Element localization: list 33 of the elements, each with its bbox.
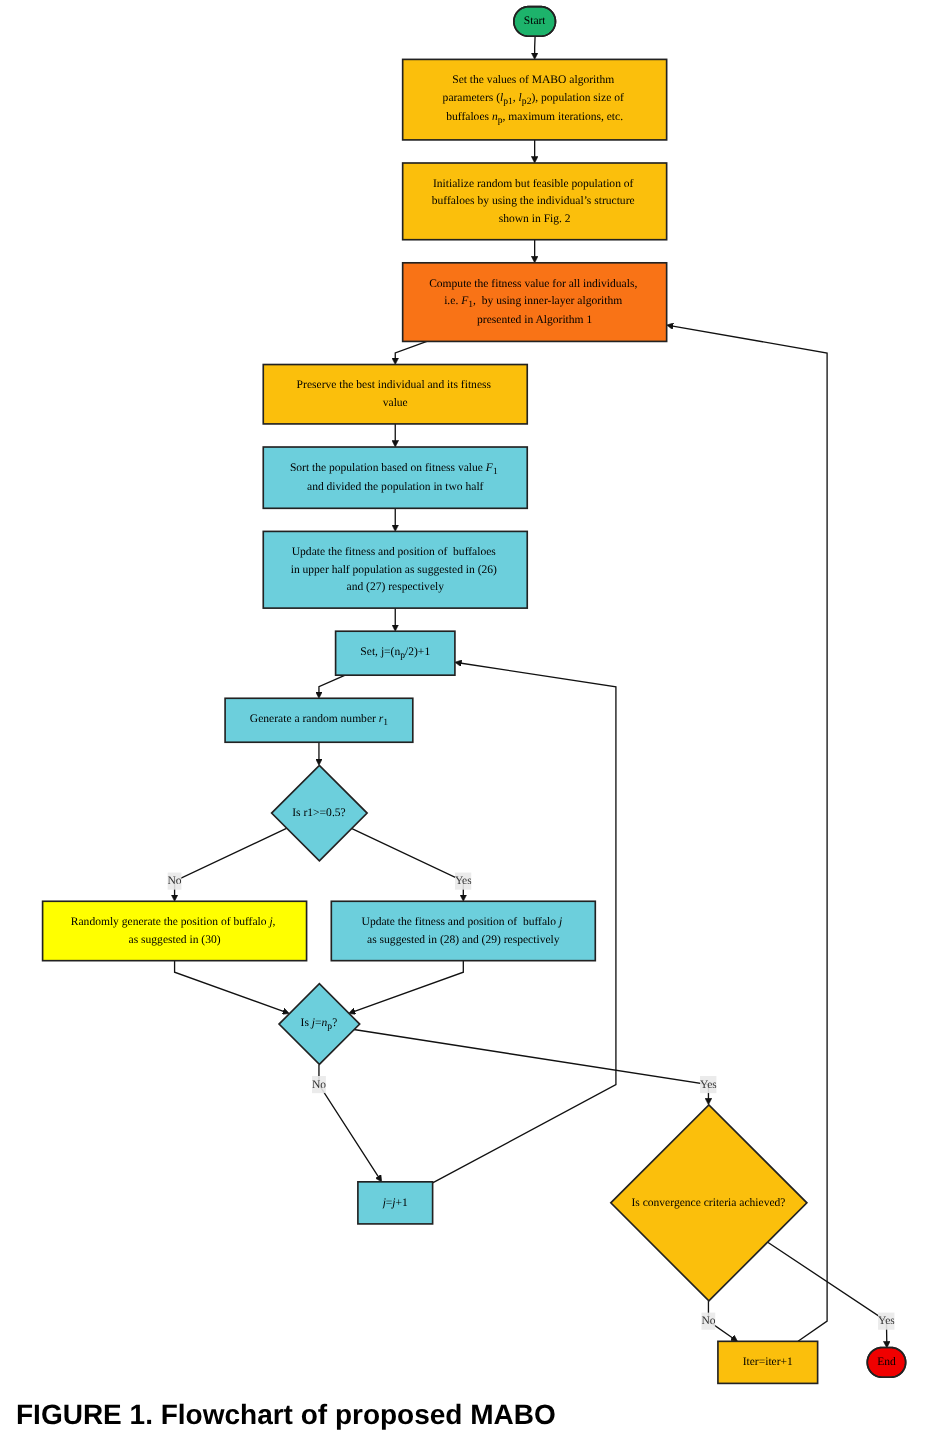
arrow (350, 827, 467, 902)
arrow (353, 1028, 712, 1106)
arrow (530, 36, 539, 60)
node-box (334, 630, 456, 676)
arrow (315, 741, 323, 766)
arrow (391, 423, 399, 448)
arrow (766, 1241, 891, 1349)
node-box (356, 1181, 434, 1225)
node-diamond (270, 764, 369, 862)
arrow (530, 239, 539, 264)
node-diamond (277, 982, 361, 1066)
node-box (401, 58, 668, 141)
node-box (401, 162, 668, 241)
arrow (391, 340, 428, 365)
arrow (530, 139, 539, 164)
node-box (262, 446, 528, 510)
node-box (41, 900, 308, 962)
arrow (173, 960, 290, 1015)
arrow (391, 507, 399, 532)
node-box (716, 1340, 819, 1385)
arrow (170, 827, 287, 902)
arrow (348, 960, 464, 1015)
figure-caption: FIGURE 1. Flowchart of proposed MABO (14, 1396, 558, 1434)
node-box (262, 363, 528, 425)
arrow (391, 607, 399, 632)
arrow (431, 659, 617, 1184)
node-diamond (609, 1103, 808, 1303)
arrow (315, 674, 346, 699)
arrow (318, 1063, 382, 1183)
node-box (224, 697, 414, 744)
node-box (262, 530, 528, 609)
node-box (330, 900, 596, 962)
node-box (401, 262, 668, 343)
